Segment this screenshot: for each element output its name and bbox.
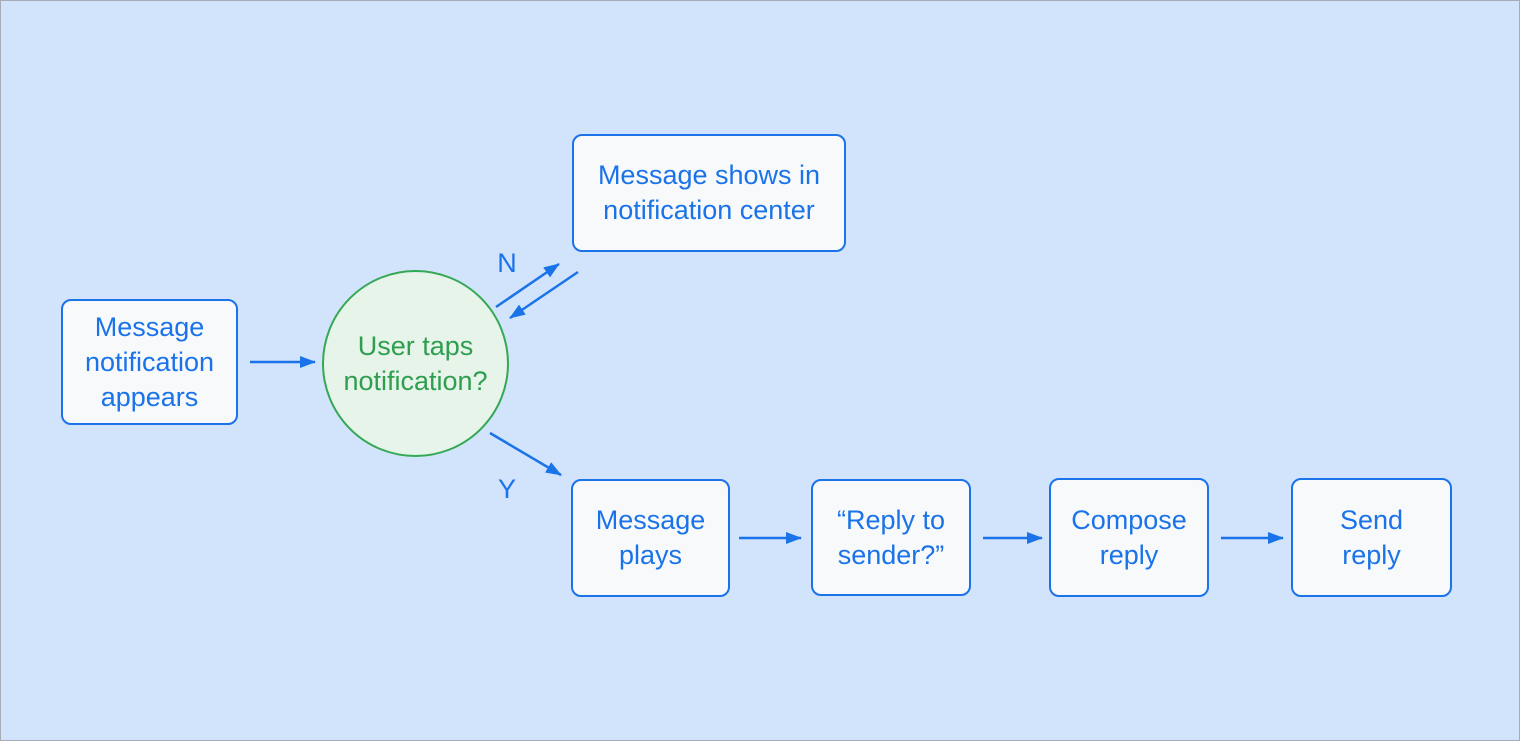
node-message-plays: Message plays bbox=[571, 479, 730, 597]
node-reply-to-sender: “Reply to sender?” bbox=[811, 479, 971, 596]
node-label: “Reply to sender?” bbox=[836, 504, 946, 570]
node-label: Message shows in notification center bbox=[597, 160, 821, 225]
node-decision-user-taps-notification: User taps notification? bbox=[322, 270, 509, 457]
node-label: Message plays bbox=[595, 505, 706, 570]
node-label: Message notification appears bbox=[84, 311, 215, 412]
node-label: User taps notification? bbox=[343, 330, 488, 396]
arrow-decision-to-message-plays bbox=[489, 431, 562, 477]
branch-label-no: N bbox=[497, 248, 517, 278]
node-label: Compose reply bbox=[1071, 504, 1187, 570]
node-compose-reply: Compose reply bbox=[1049, 478, 1209, 597]
node-label: Send reply bbox=[1339, 504, 1404, 570]
node-send-reply: Send reply bbox=[1291, 478, 1452, 597]
branch-label-yes: Y bbox=[497, 474, 516, 504]
node-message-notification-appears: Message notification appears bbox=[61, 299, 238, 425]
arrow-notification-center-to-decision bbox=[509, 270, 579, 320]
node-message-shows-in-notification-center: Message shows in notification center bbox=[572, 134, 846, 252]
